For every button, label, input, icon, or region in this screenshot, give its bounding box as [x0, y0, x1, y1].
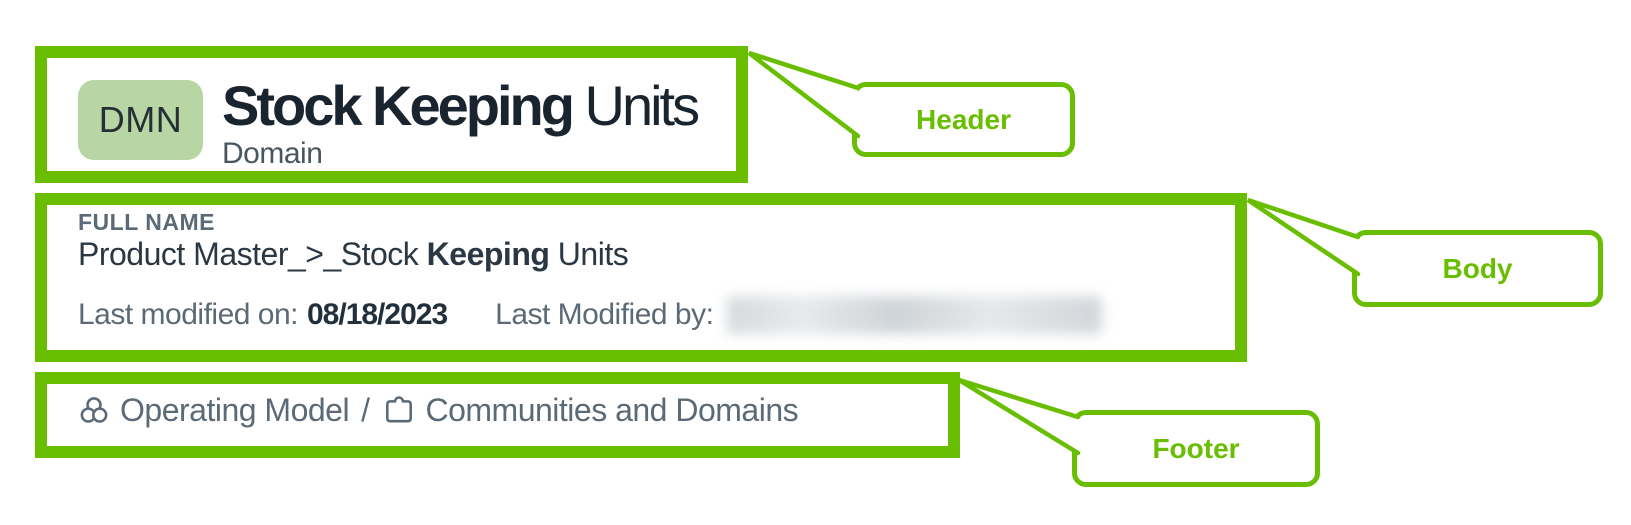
header-callout: Header	[852, 82, 1075, 157]
asset-type-badge: DMN	[78, 80, 203, 160]
full-name-pre: Product Master_>_Stock	[78, 236, 427, 272]
page-title-rest: Units	[571, 74, 701, 137]
breadcrumb: Operating Model / Communities and Domain…	[76, 392, 799, 429]
footer-annotation-frame: Operating Model / Communities and Domain…	[35, 372, 960, 458]
last-modified-date: 08/18/2023	[306, 298, 448, 331]
body-callout: Body	[1352, 230, 1603, 307]
last-modified-row: Last modified on: 08/18/2023 Last Modifi…	[78, 296, 1103, 334]
header-annotation-frame: DMN Stock Keeping Units Domain	[35, 46, 748, 183]
body-callout-tail	[1246, 197, 1361, 277]
footer-callout: Footer	[1072, 410, 1320, 487]
full-name-post: Units	[549, 236, 629, 272]
page-title: Stock Keeping Units	[222, 74, 701, 137]
breadcrumb-item-communities-domains[interactable]: Communities and Domains	[425, 392, 799, 428]
last-modified-by-label: Last Modified by:	[495, 298, 714, 331]
full-name-highlight: Keeping	[426, 236, 550, 272]
breadcrumb-separator: /	[361, 392, 370, 428]
last-modified-on-label: Last modified on:	[78, 298, 298, 331]
body-callout-label: Body	[1442, 252, 1513, 284]
asset-type-badge-label: DMN	[98, 99, 183, 140]
breadcrumb-item-operating-model[interactable]: Operating Model	[120, 392, 350, 428]
footer-callout-label: Footer	[1152, 432, 1240, 464]
footer-callout-tail	[957, 377, 1081, 456]
asset-type-subtitle: Domain	[222, 137, 323, 170]
page-title-highlight: Stock Keeping	[222, 74, 575, 137]
header-callout-tail	[747, 50, 861, 139]
operating-model-icon	[80, 396, 108, 423]
body-annotation-frame: FULL NAME Product Master_>_Stock Keeping…	[35, 193, 1247, 362]
communities-domains-icon	[386, 395, 413, 422]
redacted-user-name	[727, 296, 1103, 334]
full-name-label: FULL NAME	[78, 209, 215, 235]
header-callout-label: Header	[916, 103, 1011, 135]
full-name-value: Product Master_>_Stock Keeping Units	[78, 236, 629, 273]
